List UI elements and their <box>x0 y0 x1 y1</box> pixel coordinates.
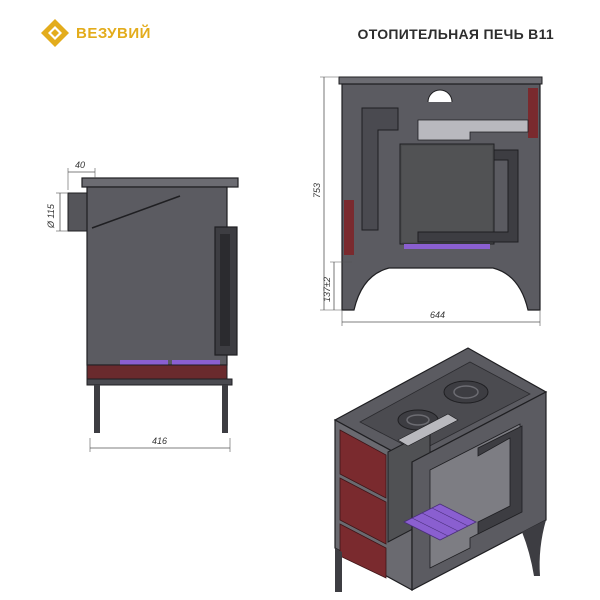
side-body <box>86 186 228 366</box>
iso-smoke-channel <box>397 413 459 447</box>
iso-hob <box>359 361 531 453</box>
front-view: 753 137±2 644 <box>312 76 543 326</box>
front-firebrick-right <box>528 88 538 138</box>
brand-name: ВЕЗУВИЙ <box>76 24 151 42</box>
brand-logo: ВЕЗУВИЙ <box>40 18 151 48</box>
front-flue-left <box>361 107 399 231</box>
side-ash-pan <box>86 364 228 380</box>
isometric-view <box>333 347 548 592</box>
iso-brick-1 <box>339 429 387 499</box>
dim-label-644: 644 <box>430 310 445 320</box>
side-leg-left <box>94 385 100 433</box>
dim-label-137: 137±2 <box>322 277 332 302</box>
iso-grate-bar-1 <box>411 517 449 537</box>
dim-label-40: 40 <box>75 160 85 170</box>
side-flue-pipe <box>67 192 89 232</box>
side-base-plate <box>86 378 233 386</box>
side-view: 40 Ø 115 416 <box>46 160 239 452</box>
front-grate <box>404 244 490 249</box>
iso-grate-bar-3 <box>431 507 469 527</box>
dim-label-753: 753 <box>312 183 322 198</box>
side-door-inner <box>220 234 230 346</box>
side-grate-left <box>120 360 168 365</box>
iso-burner-left-ring <box>406 414 430 426</box>
front-hob-hole-mask <box>426 102 454 116</box>
brand-logo-icon <box>41 19 69 47</box>
side-leg-right <box>222 385 228 433</box>
iso-burner-right-ring <box>453 385 479 399</box>
iso-brick-3 <box>339 523 387 579</box>
front-top-plate <box>338 76 543 85</box>
side-baffle <box>91 195 181 229</box>
dim-label-416: 416 <box>152 436 167 446</box>
iso-burner-right <box>443 380 489 404</box>
front-smoke-channel <box>417 119 529 141</box>
dim-label-115: Ø 115 <box>46 203 56 229</box>
iso-brick-2 <box>339 477 387 545</box>
side-grate-right <box>172 360 220 365</box>
iso-flue-channel <box>477 425 523 535</box>
side-top-plate <box>81 177 239 188</box>
iso-grate-bar-2 <box>421 512 459 532</box>
page-title: ОТОПИТЕЛЬНАЯ ПЕЧЬ В11 <box>357 26 554 42</box>
iso-leg-left <box>335 548 342 592</box>
front-flue-right <box>417 149 519 243</box>
iso-leg-right <box>522 520 546 576</box>
front-firebox-inner <box>402 146 492 242</box>
front-firebrick-left <box>344 200 354 255</box>
